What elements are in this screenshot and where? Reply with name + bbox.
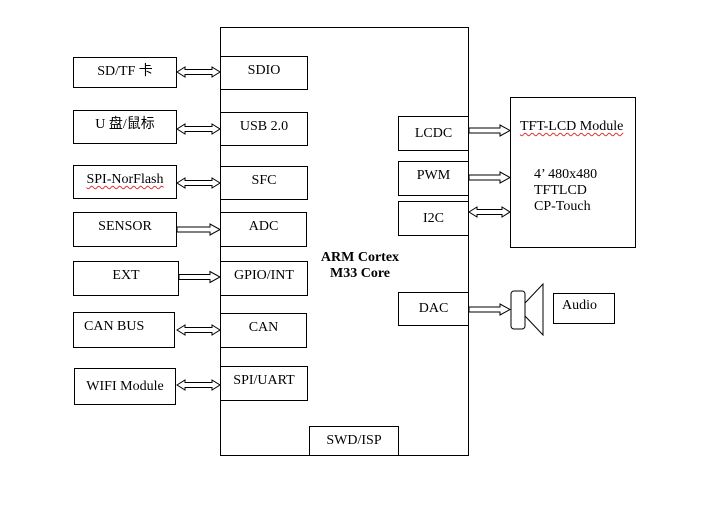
arrow-sensor-adc: [176, 223, 222, 236]
device-wifi-module: WIFI Module: [74, 368, 176, 405]
core-label-line1: ARM Cortex: [320, 250, 400, 265]
arrow-wifi: [176, 379, 221, 391]
arrow-spi-nor: [176, 177, 221, 189]
tft-specs: 4’ 480x480 TFTLCD CP-Touch: [534, 167, 597, 215]
speaker-cone-icon: [524, 282, 544, 337]
arrow-i2c: [468, 206, 511, 218]
tft-lcd-module: [510, 97, 636, 248]
speaker-icon: [510, 290, 526, 330]
device-spi-norflash: SPI-NorFlash: [73, 165, 177, 199]
port-can: CAN: [220, 313, 307, 348]
port-pwm: PWM: [398, 161, 469, 196]
arrow-pwm-tft: [468, 171, 512, 184]
core-label-line2: M33 Core: [330, 266, 390, 281]
arrow-usb: [176, 123, 221, 135]
tft-title: TFT-LCD Module: [520, 119, 624, 134]
arrow-ext-gpio: [178, 270, 222, 284]
port-i2c: I2C: [398, 201, 469, 236]
tft-spec-size: 4’ 480x480: [534, 167, 598, 182]
port-gpio-int: GPIO/INT: [220, 261, 308, 296]
port-sdio: SDIO: [220, 56, 308, 90]
port-swd-isp: SWD/ISP: [309, 426, 399, 456]
device-sd-card: SD/TF 卡: [73, 57, 177, 88]
arrow-lcdc-tft: [468, 124, 512, 137]
port-lcdc: LCDC: [398, 116, 469, 151]
device-usb-disk-mouse: U 盘/鼠标: [73, 110, 177, 144]
device-can-bus: CAN BUS: [73, 312, 175, 348]
port-sfc: SFC: [220, 166, 308, 200]
device-ext: EXT: [73, 261, 179, 296]
arrow-sd-sdio: [176, 66, 221, 78]
core-label: ARM Cortex M33 Core: [310, 250, 410, 282]
arrow-dac-speaker: [468, 303, 512, 316]
port-usb2: USB 2.0: [220, 112, 308, 146]
tft-spec-type: TFTLCD: [534, 183, 587, 198]
audio-box: Audio: [553, 293, 615, 324]
port-spi-uart: SPI/UART: [220, 366, 308, 401]
tft-spec-touch: CP-Touch: [534, 199, 591, 214]
port-dac: DAC: [398, 292, 469, 326]
device-sensor: SENSOR: [73, 212, 177, 247]
port-adc: ADC: [220, 212, 307, 247]
arrow-can: [176, 324, 221, 336]
